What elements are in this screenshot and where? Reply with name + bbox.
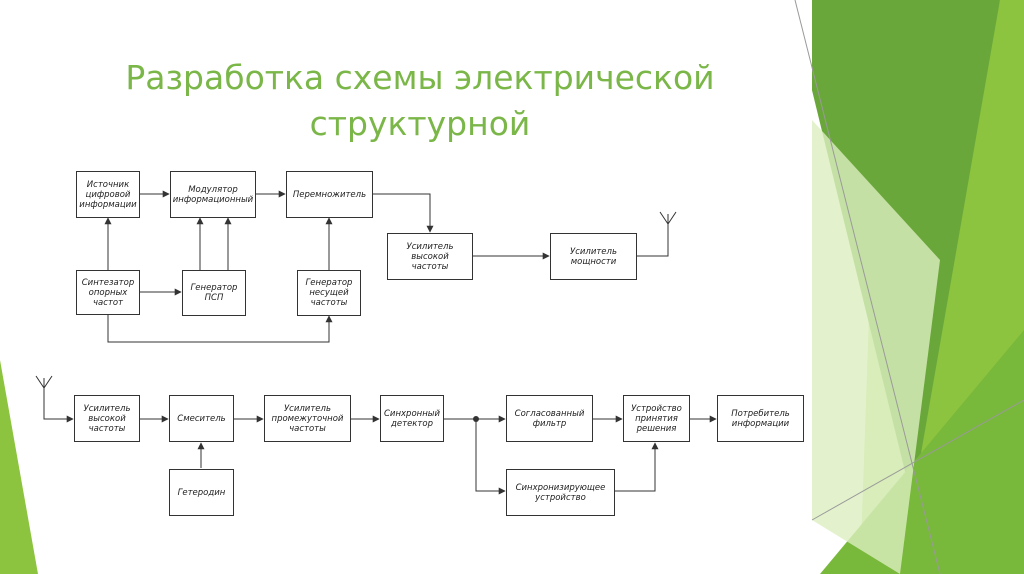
conn-synth-carrier [107,315,333,343]
green-shape-left [0,360,38,574]
block-if-amplifier: Усилитель промежуточной частоты [264,395,351,442]
block-power-amplifier: Усилитель мощности [550,233,637,280]
decor-line-2 [811,399,1024,521]
conn-branch-syncdevice [475,419,506,495]
green-shape-mid-light [812,120,940,574]
block-synthesizer: Синтезатор опорных частот [76,270,140,315]
conn-multiplier-hfamp [373,193,434,233]
conn-syncdevice-decision [615,442,659,492]
slide-title: Разработка схемы электрической структурн… [125,58,715,143]
branch-node [473,416,479,422]
block-carrier-generator: Генератор несущей частоты [297,270,361,316]
block-digital-source: Источник цифровой информации [76,171,140,218]
block-decision-device: Устройство принятия решения [623,395,690,442]
block-psp-generator: Генератор ПСП [182,270,246,316]
conn-poweramp-antenna [637,224,669,257]
block-consumer: Потребитель информации [717,395,804,442]
rx-antenna-icon [35,375,53,389]
block-heterodyne: Гетеродин [169,469,234,516]
tx-antenna-icon [659,211,677,225]
block-sync-device: Синхронизирующее устройство [506,469,615,516]
conn-antenna-rx-hfamp [43,388,74,423]
block-sync-detector: Синхронный детектор [380,395,444,442]
block-tx-hf-amplifier: Усилитель высокой частоты [387,233,473,280]
block-multiplier: Перемножитель [286,171,373,218]
block-rx-hf-amplifier: Усилитель высокой частоты [74,395,140,442]
decor-line-1 [794,0,941,574]
block-modulator: Модулятор информационный [170,171,256,218]
block-matched-filter: Согласованный фильтр [506,395,593,442]
block-mixer: Смеситель [169,395,234,442]
